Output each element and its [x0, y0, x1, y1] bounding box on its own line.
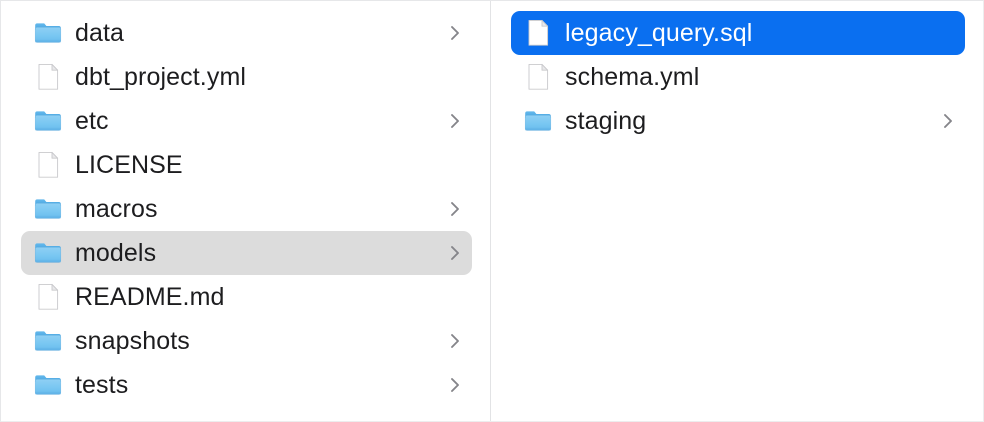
item-label: schema.yml: [565, 63, 700, 91]
chevron-right-icon[interactable]: [450, 333, 460, 349]
folder-icon: [33, 237, 63, 269]
item-label: etc: [75, 107, 109, 135]
item-label: models: [75, 239, 157, 267]
folder-row[interactable]: staging: [511, 99, 965, 143]
file-row[interactable]: LICENSE: [21, 143, 472, 187]
folder-icon: [33, 369, 63, 401]
item-label: macros: [75, 195, 158, 223]
document-icon: [523, 17, 553, 49]
folder-row[interactable]: macros: [21, 187, 472, 231]
item-label: dbt_project.yml: [75, 63, 247, 91]
document-icon: [523, 61, 553, 93]
chevron-right-icon[interactable]: [450, 113, 460, 129]
item-label: README.md: [75, 283, 225, 311]
document-icon: [33, 149, 63, 181]
file-row[interactable]: dbt_project.yml: [21, 55, 472, 99]
document-icon: [33, 61, 63, 93]
chevron-right-icon[interactable]: [943, 113, 953, 129]
item-label: legacy_query.sql: [565, 19, 753, 47]
file-row[interactable]: legacy_query.sql: [511, 11, 965, 55]
item-label: tests: [75, 371, 129, 399]
folder-icon: [33, 193, 63, 225]
chevron-right-icon[interactable]: [450, 25, 460, 41]
folder-row[interactable]: etc: [21, 99, 472, 143]
folder-icon: [33, 325, 63, 357]
folder-row[interactable]: tests: [21, 363, 472, 407]
document-icon: [33, 281, 63, 313]
folder-row[interactable]: snapshots: [21, 319, 472, 363]
item-label: LICENSE: [75, 151, 183, 179]
item-label: data: [75, 19, 125, 47]
file-column-models: legacy_query.sql schema.yml staging: [491, 1, 983, 421]
folder-icon: [523, 105, 553, 137]
file-row[interactable]: schema.yml: [511, 55, 965, 99]
chevron-right-icon[interactable]: [450, 201, 460, 217]
folder-icon: [33, 17, 63, 49]
chevron-right-icon[interactable]: [450, 377, 460, 393]
folder-icon: [33, 105, 63, 137]
chevron-right-icon[interactable]: [450, 245, 460, 261]
item-label: staging: [565, 107, 647, 135]
file-row[interactable]: README.md: [21, 275, 472, 319]
folder-row[interactable]: data: [21, 11, 472, 55]
item-label: snapshots: [75, 327, 190, 355]
folder-row[interactable]: models: [21, 231, 472, 275]
